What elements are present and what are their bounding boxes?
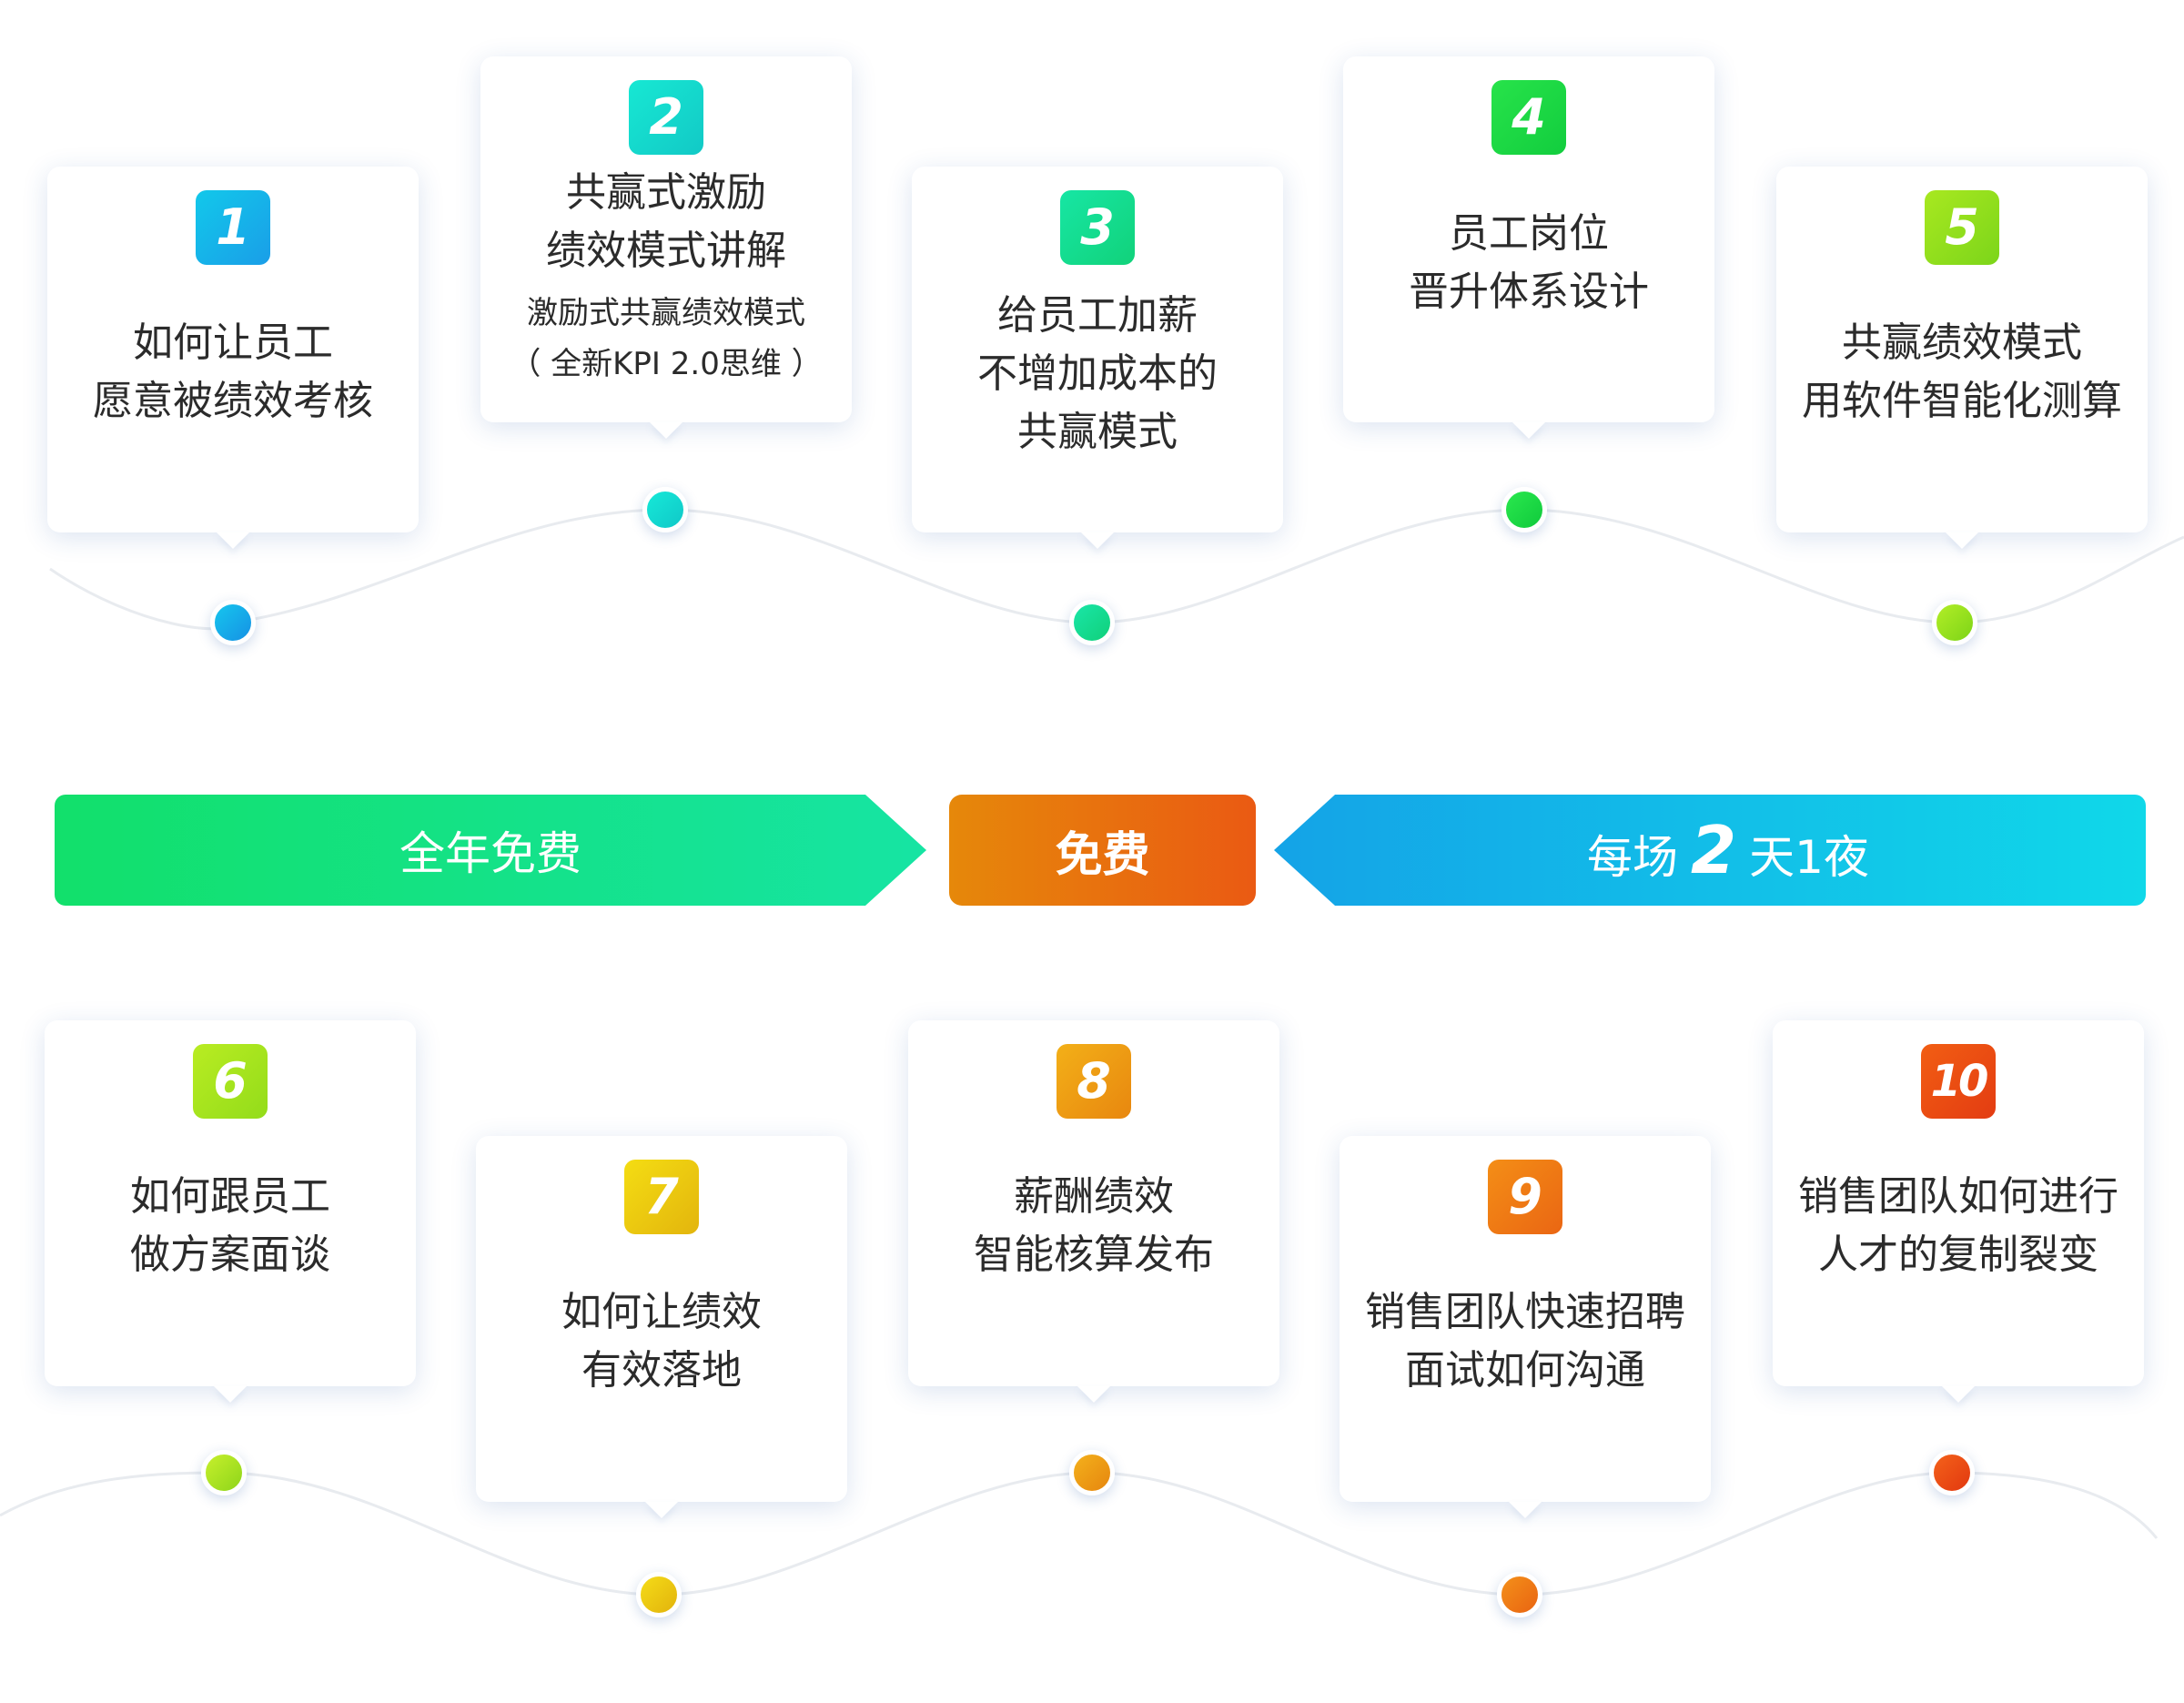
card-title-line: 智能核算发布 [974,1232,1214,1278]
number-badge: 4 [1491,80,1566,155]
timeline-dot-2 [642,487,688,532]
banner-free-all-year: 全年免费 [55,795,926,906]
card-title: 如何让绩效有效落地 [485,1283,838,1400]
card-title-line: 有效落地 [581,1347,742,1394]
banner-right-suffix: 天1夜 [1749,831,1869,884]
card-title-line: 如何让绩效 [561,1289,762,1335]
number-badge: 8 [1057,1044,1131,1119]
timeline-dot-8 [1069,1450,1115,1495]
course-card-10: 10 销售团队如何进行人才的复制裂变 [1773,1020,2144,1386]
card-title: 员工岗位晋升体系设计 [1352,205,1705,321]
card-title-line: 人才的复制裂变 [1818,1232,2098,1278]
timeline-dot-1 [210,600,256,645]
course-card-6: 6 如何跟员工做方案面谈 [45,1020,416,1386]
card-title-line: 共赢绩效模式 [1842,319,2082,366]
card-title-line: 如何让员工 [133,319,333,366]
number-badge: 2 [629,80,703,155]
timeline-dot-10 [1929,1450,1975,1495]
banner-right-number: 2 [1691,812,1737,888]
card-title-line: 给员工加薪 [997,292,1198,339]
number-badge: 1 [196,190,270,265]
card-title: 销售团队如何进行人才的复制裂变 [1782,1168,2135,1284]
number-badge: 5 [1925,190,1999,265]
timeline-dot-4 [1502,487,1547,532]
card-title: 给员工加薪不增加成本的共赢模式 [921,287,1274,461]
card-title-line: 如何跟员工 [130,1173,330,1220]
course-card-2: 2 共赢式激励绩效模式讲解激励式共赢绩效模式 （ 全新KPI 2.0思维 ） [480,56,852,422]
card-title: 共赢式激励绩效模式讲解 [490,164,843,280]
number-badge: 7 [624,1160,699,1234]
card-title-line: 面试如何沟通 [1405,1347,1645,1394]
card-title-line: 薪酬绩效 [1014,1173,1174,1220]
card-title-line: 晋升体系设计 [1409,269,1649,315]
timeline-dot-5 [1932,600,1977,645]
card-subtitle-line: 激励式共赢绩效模式 [527,295,805,331]
course-card-7: 7 如何让绩效有效落地 [476,1136,847,1502]
timeline-dot-3 [1069,600,1115,645]
number-badge: 6 [193,1044,268,1119]
number-badge: 10 [1921,1044,1996,1119]
card-subtitle-line: （ 全新KPI 2.0思维 ） [510,346,823,382]
number-badge: 9 [1488,1160,1562,1234]
card-title: 共赢绩效模式用软件智能化测算 [1785,314,2138,431]
course-card-9: 9 销售团队快速招聘面试如何沟通 [1340,1136,1711,1502]
card-title-line: 愿意被绩效考核 [93,378,373,424]
card-subtitle: 激励式共赢绩效模式 （ 全新KPI 2.0思维 ） [490,288,843,390]
card-title: 销售团队快速招聘面试如何沟通 [1349,1283,1702,1400]
course-card-5: 5 共赢绩效模式用软件智能化测算 [1776,167,2148,532]
card-title-line: 做方案面谈 [130,1232,330,1278]
banner-left-label: 全年免费 [399,827,581,880]
card-title-line: 员工岗位 [1449,210,1609,257]
timeline-dot-9 [1497,1572,1542,1617]
course-card-4: 4 员工岗位晋升体系设计 [1343,56,1714,422]
banner-right-prefix: 每场 [1587,831,1679,884]
timeline-dot-7 [636,1572,682,1617]
card-title: 如何跟员工做方案面谈 [54,1168,407,1284]
course-card-1: 1 如何让员工愿意被绩效考核 [47,167,419,532]
card-title-line: 销售团队快速招聘 [1365,1289,1685,1335]
banner-middle-label: 免费 [1055,827,1150,883]
banner-per-session: 每场 2 天1夜 [1274,795,2146,906]
number-badge: 3 [1060,190,1135,265]
card-title-line: 共赢模式 [1017,409,1178,455]
card-title-line: 销售团队如何进行 [1798,1173,2118,1220]
card-title-line: 共赢式激励 [566,169,766,216]
card-title-line: 用软件智能化测算 [1802,378,2122,424]
banner-free: 免费 [949,795,1256,906]
card-title: 薪酬绩效智能核算发布 [917,1168,1270,1284]
course-card-3: 3 给员工加薪不增加成本的共赢模式 [912,167,1283,532]
course-card-8: 8 薪酬绩效智能核算发布 [908,1020,1279,1386]
timeline-dot-6 [201,1450,247,1495]
card-title-line: 不增加成本的 [977,350,1218,397]
card-title: 如何让员工愿意被绩效考核 [56,314,410,431]
card-title-line: 绩效模式讲解 [546,228,786,274]
